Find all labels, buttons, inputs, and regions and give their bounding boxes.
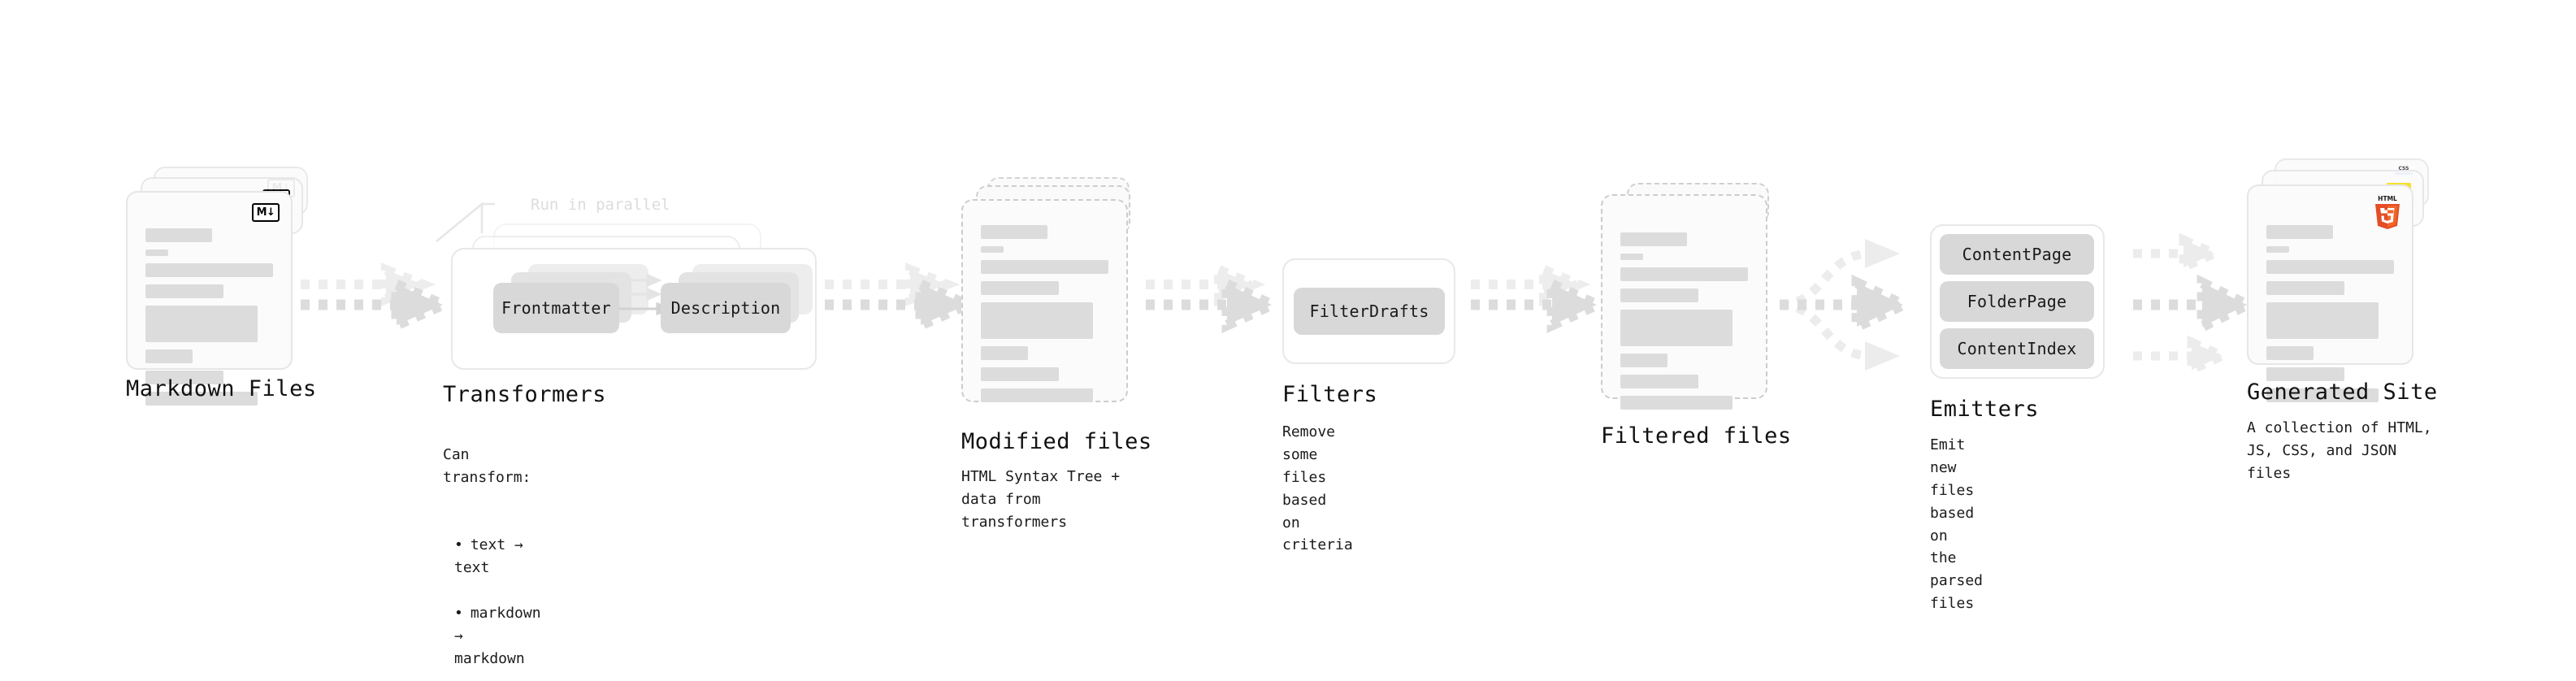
skeleton-line (981, 367, 1059, 381)
generated-site-title: Generated Site (2247, 380, 2438, 405)
skeleton-line (145, 392, 258, 406)
skeleton-line (2266, 281, 2344, 295)
stage-generated-site: CSS HTML (2247, 158, 2437, 482)
chip-contentindex[interactable]: ContentIndex (1940, 328, 2094, 369)
chip-filterdrafts[interactable]: FilterDrafts (1294, 288, 1445, 335)
skeleton-line (1620, 354, 1668, 367)
site-card-front: HTML (2247, 184, 2413, 402)
chip-frontmatter[interactable]: Frontmatter (493, 283, 619, 333)
skeleton-line (2266, 367, 2344, 381)
skeleton-line (145, 249, 169, 256)
markdown-card-front: M↓ (126, 191, 293, 406)
connector-md-to-transformers (301, 262, 463, 341)
skeleton-line (2266, 302, 2379, 339)
transformers-subtitle-lead: Can transform: (443, 445, 531, 486)
skeleton-line (1620, 267, 1748, 281)
skeleton-line (145, 228, 212, 242)
modified-files-title: Modified files (961, 429, 1152, 454)
site-card-skeleton-lines (2266, 225, 2394, 402)
filtered-card-skeleton-lines (1620, 232, 1748, 410)
markdown-files-title: Markdown Files (126, 376, 317, 401)
markdown-badge-icon: M↓ (252, 203, 280, 222)
modified-card-skeleton-lines (981, 225, 1108, 402)
skeleton-line (981, 302, 1094, 339)
run-in-parallel-label: Run in parallel (531, 196, 670, 214)
skeleton-line (1620, 310, 1733, 346)
transformers-subtitle: Can transform: text → text markdown → ma… (443, 421, 541, 681)
filtered-card-front (1601, 194, 1767, 410)
filters-title: Filters (1282, 382, 1378, 407)
chip-contentpage[interactable]: ContentPage (1940, 234, 2094, 275)
skeleton-line (981, 246, 1004, 253)
chip-folderpage[interactable]: FolderPage (1940, 281, 2094, 322)
transformers-title: Transformers (443, 382, 607, 407)
chip-description[interactable]: Description (661, 283, 791, 333)
skeleton-line (2266, 246, 2290, 253)
skeleton-line (145, 284, 223, 298)
skeleton-line (981, 388, 1094, 402)
html5-badge-icon: HTML (2371, 193, 2404, 229)
svg-text:HTML: HTML (2378, 195, 2397, 202)
emitters-subtitle: Emit new files based on the parsed files (1930, 436, 1984, 613)
skeleton-line (981, 281, 1059, 295)
skeleton-line (1620, 375, 1698, 388)
skeleton-line (981, 225, 1047, 239)
emitters-title: Emitters (1930, 397, 2040, 422)
css-badge-label: CSS (2398, 166, 2409, 171)
filters-subtitle: Remove some files based on criteria (1282, 423, 1353, 554)
skeleton-line (981, 346, 1029, 360)
connector-filtered-to-emitters (1779, 236, 1922, 374)
generated-site-subtitle: A collection of HTML, JS, CSS, and JSON … (2247, 419, 2432, 482)
skeleton-line (2266, 225, 2333, 239)
stage-filtered-files: Filtered files (1601, 183, 1791, 449)
generated-site-card-stack: CSS HTML (2247, 158, 2434, 402)
skeleton-line (2266, 346, 2314, 360)
skeleton-line (1620, 396, 1733, 410)
markdown-card-skeleton-lines (145, 228, 273, 406)
filtered-files-title: Filtered files (1601, 423, 1792, 449)
skeleton-line (145, 349, 193, 363)
modified-card-front (961, 199, 1128, 402)
stage-markdown-files: M↓ M↓ M↓ Markdown Files (126, 167, 316, 406)
skeleton-line (1620, 288, 1698, 302)
skeleton-line (981, 260, 1108, 274)
skeleton-line (145, 306, 258, 342)
skeleton-line (145, 371, 223, 384)
skeleton-line (1620, 232, 1687, 246)
filtered-files-card-stack (1601, 183, 1788, 410)
transformers-bullet: markdown → markdown (454, 602, 541, 670)
skeleton-line (145, 263, 273, 277)
transformers-bullet-list: text → text markdown → markdown html → h… (443, 512, 541, 681)
skeleton-line (2266, 260, 2394, 274)
markdown-files-card-stack: M↓ M↓ M↓ (126, 167, 313, 406)
transformers-bullet: text → text (454, 534, 541, 579)
skeleton-line (1620, 254, 1644, 260)
skeleton-line (2266, 388, 2379, 402)
modified-files-card-stack (961, 177, 1148, 402)
stage-modified-files: Modified files HTML Syntax Tree + data f… (961, 177, 1151, 531)
modified-files-subtitle: HTML Syntax Tree + data from transformer… (961, 468, 1121, 531)
